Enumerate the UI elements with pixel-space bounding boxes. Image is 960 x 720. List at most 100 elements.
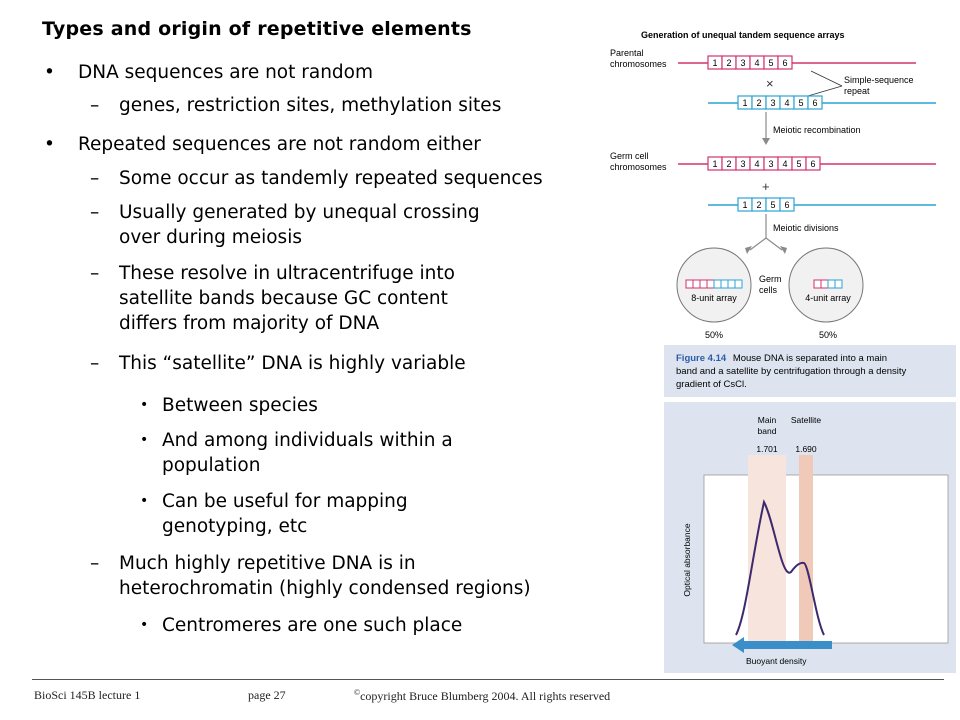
bullet-marker: – — [90, 168, 100, 189]
mini-repeat-unit — [692, 279, 701, 289]
bullet-text: Usually generated by unequal crossing — [119, 202, 480, 223]
repeat-unit-number: 4 — [754, 159, 759, 169]
cell-right-label: 4-unit array — [805, 293, 851, 303]
x-axis-label: Buoyant density — [746, 656, 807, 666]
repeat-unit-number: 3 — [740, 58, 745, 68]
repeat-unit-box — [777, 55, 793, 70]
bullet-text: Can be useful for mapping — [162, 491, 408, 512]
arrow-head — [780, 246, 787, 254]
label-meiotic-recombination: Meiotic recombination — [773, 125, 861, 135]
repeat-unit-number: 5 — [770, 200, 775, 210]
repeat-unit-number: 4 — [754, 58, 759, 68]
main-band-label-2: band — [758, 426, 777, 436]
mini-repeat-unit — [834, 279, 843, 289]
footer-copyright-text: copyright Bruce Blumberg 2004. All right… — [360, 689, 611, 703]
diagram-title: Generation of unequal tandem sequence ar… — [641, 30, 845, 40]
bullet-text: differs from majority of DNA — [119, 313, 380, 334]
bullet-marker: – — [90, 263, 100, 284]
bullet-text: genes, restriction sites, methylation si… — [119, 95, 502, 116]
bullet-marker: • — [140, 432, 149, 448]
cell-left-label: 8-unit array — [691, 293, 737, 303]
pointer-line — [810, 70, 843, 87]
bullet-text: Much highly repetitive DNA is in — [119, 553, 416, 574]
caption-line-3: gradient of CsCl. — [676, 379, 747, 390]
label-germ-cells: Germ — [759, 274, 782, 284]
satellite-label: Satellite — [791, 415, 822, 425]
tandem-array-diagram: Generation of unequal tandem sequence ar… — [610, 30, 936, 340]
caption-line-2: band and a satellite by centrifugation t… — [676, 366, 907, 377]
bullet-marker: • — [140, 493, 149, 509]
bullet-marker: • — [140, 617, 149, 633]
bullet-marker: • — [44, 62, 55, 83]
pct-left: 50% — [705, 330, 723, 340]
bullet-text: This “satellite” DNA is highly variable — [119, 353, 466, 374]
mini-repeat-unit — [699, 279, 708, 289]
bullet-marker: – — [90, 553, 100, 574]
repeat-unit-number: 1 — [742, 200, 747, 210]
label-germ-cell-2: chromosomes — [610, 162, 667, 172]
bullet-text: population — [162, 455, 261, 476]
footer-divider — [32, 679, 944, 680]
repeat-unit-number: 3 — [768, 159, 773, 169]
density-figure: Figure 4.14 Mouse DNA is separated into … — [664, 345, 956, 673]
arrow-head — [762, 138, 770, 145]
mini-repeat-unit — [713, 279, 722, 289]
caption-panel — [664, 345, 956, 397]
label-parental-2: chromosomes — [610, 59, 667, 69]
absorbance-curve — [735, 499, 825, 636]
repeat-unit-number: 2 — [726, 159, 731, 169]
bullet-marker: – — [90, 353, 100, 374]
footer-page: page 27 — [248, 688, 286, 702]
label-simple-repeat: Simple-sequence — [844, 75, 914, 85]
eight-unit-array — [685, 279, 743, 289]
mini-repeat-unit — [685, 279, 694, 289]
repeat-unit-number: 4 — [782, 159, 787, 169]
bullet-text: over during meiosis — [119, 227, 302, 248]
label-germ-cells-2: cells — [759, 285, 778, 295]
mini-repeat-unit — [734, 279, 743, 289]
bullet-text: These resolve in ultracentrifuge into — [119, 263, 455, 284]
footer-course: BioSci 145B lecture 1 — [34, 688, 141, 702]
pct-right: 50% — [819, 330, 837, 340]
repeat-unit-number: 1 — [712, 58, 717, 68]
repeat-unit-number: 3 — [740, 159, 745, 169]
label-parental: Parental — [610, 48, 644, 58]
bullet-text: DNA sequences are not random — [78, 62, 374, 83]
repeat-unit-number: 3 — [770, 98, 775, 108]
bullet-text: satellite bands because GC content — [119, 288, 448, 309]
caption-line-1: Figure 4.14 Mouse DNA is separated into … — [676, 353, 887, 364]
bullet-text: Between species — [162, 395, 318, 416]
bullet-text: genotyping, etc — [162, 516, 308, 537]
mini-repeat-unit — [827, 279, 836, 289]
satellite-band-strip — [799, 455, 813, 643]
repeat-unit-number: 5 — [798, 98, 803, 108]
bullet-marker: • — [140, 397, 149, 413]
bullet-text: Centromeres are one such place — [162, 615, 463, 636]
repeat-unit-number: 5 — [796, 159, 801, 169]
bullet-text: heterochromatin (highly condensed region… — [119, 578, 531, 599]
mini-repeat-unit — [820, 279, 829, 289]
repeat-unit-number: 6 — [812, 98, 817, 108]
mini-repeat-unit — [727, 279, 736, 289]
y-axis-label: Optical absorbance — [682, 523, 692, 597]
label-simple-repeat-2: repeat — [844, 86, 870, 96]
repeat-unit-number: 2 — [756, 98, 761, 108]
split-arrow-right — [765, 237, 783, 251]
arrow-head — [745, 246, 752, 254]
repeat-unit-number: 4 — [784, 98, 789, 108]
bullet-text: And among individuals within a — [162, 430, 453, 451]
repeat-unit-number: 6 — [784, 200, 789, 210]
plus-symbol: + — [762, 179, 770, 194]
repeat-unit-box — [779, 197, 795, 212]
four-unit-array — [813, 279, 843, 289]
label-meiotic-divisions: Meiotic divisions — [773, 223, 839, 233]
main-band-label: Main — [758, 415, 777, 425]
cross-symbol: × — [766, 76, 774, 91]
repeat-unit-number: 6 — [782, 58, 787, 68]
bullet-marker: – — [90, 202, 100, 223]
repeat-unit-box — [807, 95, 823, 110]
